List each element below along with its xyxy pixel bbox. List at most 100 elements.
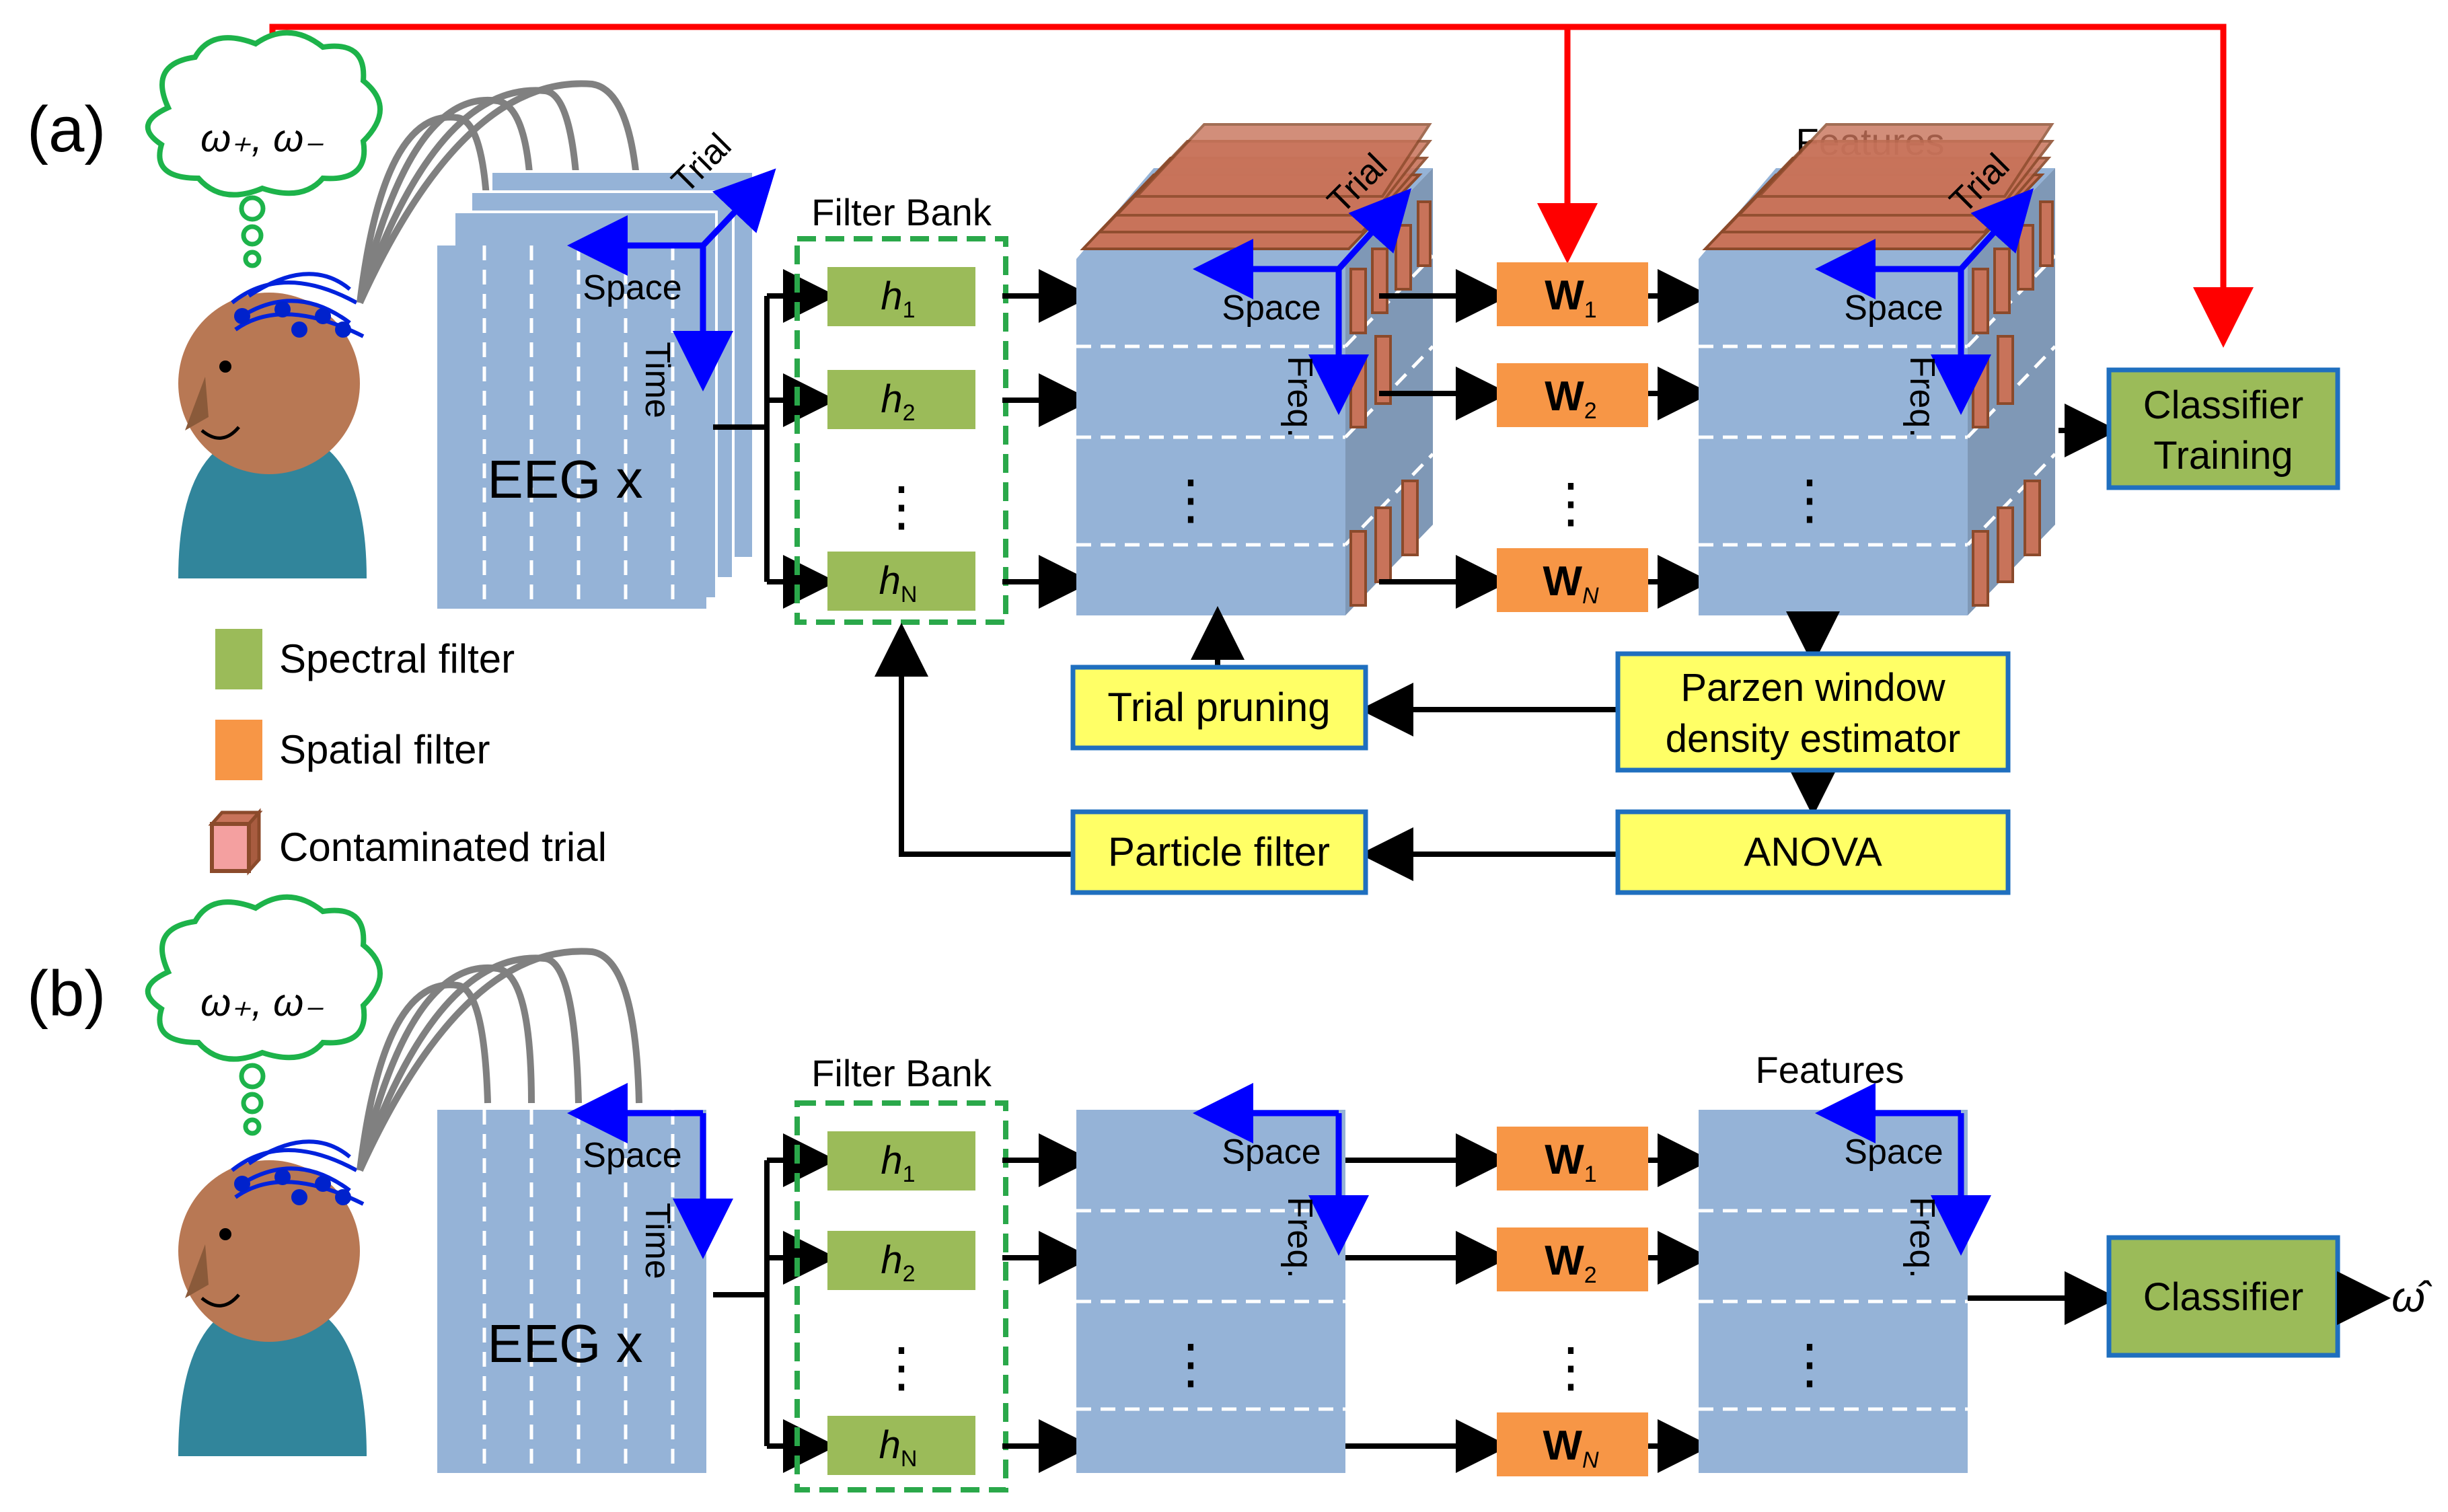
panel-a-label: (a) [27,93,106,165]
wn-label: WN [1543,558,1599,609]
spatial-filter-w1 [1497,262,1648,326]
panel-b: (b) ω₊, ω₋ [27,894,2433,1492]
spectral-filter-h1 [827,267,975,326]
person-a [178,272,367,578]
legend-spatial-swatch [215,720,262,780]
nose-icon [185,377,209,430]
panel-a: (a) ω₊, ω₋ [27,24,2340,895]
eeg-front [437,245,706,609]
legend-spatial-label: Spatial filter [279,727,490,772]
wires-b [357,948,642,1172]
person-head [178,293,360,474]
particle-filter-label: Particle filter [1108,829,1330,874]
h1-label: h1 [881,274,915,323]
eeg-title: EEG x [487,449,642,509]
h1-label-b: h1 [881,1139,915,1187]
spatial-filters-a: W1 W2 ⋮ WN [1497,262,1648,612]
cube1-space-label-b: Space [1222,1133,1321,1172]
hn-label: hN [879,559,918,607]
spatial-dots-b: ⋮ [1544,1337,1598,1397]
spatial-dots: ⋮ [1544,473,1598,533]
particle-filter-box: Particle filter [1070,809,1368,895]
mouth-icon [200,1293,240,1308]
person-b [178,1139,367,1456]
eeg-stack-a: EEG x Space Time Trial [437,126,776,609]
spectral-filter-hn-b [827,1416,975,1475]
legend-contaminated-label: Contaminated trial [279,825,607,870]
features-dots: ⋮ [1783,469,1837,529]
spatial-filter-wn [1497,548,1648,612]
filter-bank-a: Filter Bank h1 h2 ⋮ hN [794,191,1008,625]
cube1-dots-b: ⋮ [1164,1334,1218,1394]
thought-cloud-b: ω₊, ω₋ [145,894,383,1136]
eye-icon [219,361,231,373]
feedback-loop [875,606,1840,881]
legend-spectral-swatch [215,629,262,689]
bank-dots: ⋮ [875,476,928,536]
spatial-filter-w2 [1497,363,1648,427]
cube1-space-label: Space [1222,289,1321,328]
mouth-icon [200,426,240,440]
axis-time-label-b: Time [638,1203,677,1279]
electrode-cap-icon [231,1139,365,1206]
axis-space-label-b: Space [583,1136,681,1175]
classifier-training-line2: Training [2153,434,2293,478]
cube-1-b: Space Freq. ⋮ [1076,1083,1369,1473]
contaminated-slabs-top [1080,123,1433,250]
classifier-box: Classifier [2106,1235,2340,1358]
cube-1-a: Space Freq. Trial ⋮ [1076,123,1434,615]
connectors-cube-w-a [1379,269,1711,609]
filter-bank-title-b: Filter Bank [811,1052,992,1094]
electrode-icon [291,322,307,338]
eeg-title-b: EEG x [487,1314,642,1373]
wires-a [357,80,642,305]
w2-label-b: W2 [1545,1238,1596,1288]
connectors-eeg-bank-a [713,269,837,609]
w2-label: W2 [1545,373,1596,424]
classifier-training-box: Classifier Training [2106,367,2340,490]
h2-label: h2 [881,377,915,426]
filter-bank-title: Filter Bank [811,191,992,233]
eeg-front-b [437,1110,706,1473]
nose-icon [185,1244,209,1298]
thought-label: ω₊, ω₋ [200,116,324,160]
spatial-filters-b: W1 W2 ⋮ WN [1497,1127,1648,1476]
thought-cloud-a: ω₊, ω₋ [145,30,383,268]
connectors-eeg-bank-b [713,1133,837,1473]
eye-icon [219,1228,231,1240]
anova-label: ANOVA [1744,829,1882,874]
wn-label-b: WN [1543,1423,1599,1473]
h2-label-b: h2 [881,1238,915,1287]
electrode-cap-icon [231,272,365,338]
spectral-filter-h2-b [827,1231,975,1290]
bank-dots-b: ⋮ [875,1337,928,1397]
legend: Spectral filter Spatial filter Contamina… [208,629,607,876]
parzen-box: Parzen window density estimator [1615,651,2011,773]
legend-contaminated-icon [208,808,263,876]
electrode-icon [274,301,291,317]
classifier-label: Classifier [2143,1275,2304,1319]
filter-bank-b: Filter Bank h1 h2 ⋮ hN [794,1052,1008,1492]
cube1-freq-label: Freq. [1280,356,1319,437]
spatial-filter-w2-b [1497,1227,1648,1291]
connectors-cube-w-b [1345,1133,1711,1473]
features-space-label: Space [1844,289,1943,328]
w1-label: W1 [1545,272,1596,323]
classifier-training-line1: Classifier [2143,383,2304,427]
electrode-icon [234,308,250,324]
spectral-filter-h1-b [827,1131,975,1190]
eeg-b: EEG x Space Time [437,1083,733,1473]
features-title-b: Features [1756,1049,1904,1091]
parzen-line1: Parzen window [1680,666,1945,710]
trial-pruning-label: Trial pruning [1107,685,1330,730]
panel-b-label: (b) [27,958,106,1030]
trial-pruning-box: Trial pruning [1070,665,1368,751]
thought-label-b: ω₊, ω₋ [200,981,324,1024]
electrode-icon [315,308,331,324]
spatial-filter-w1-b [1497,1127,1648,1190]
connectors-bank-cube-b [1002,1133,1092,1473]
person-body [178,430,367,578]
legend-spectral-label: Spectral filter [279,636,515,681]
parzen-line2: density estimator [1666,717,1960,761]
